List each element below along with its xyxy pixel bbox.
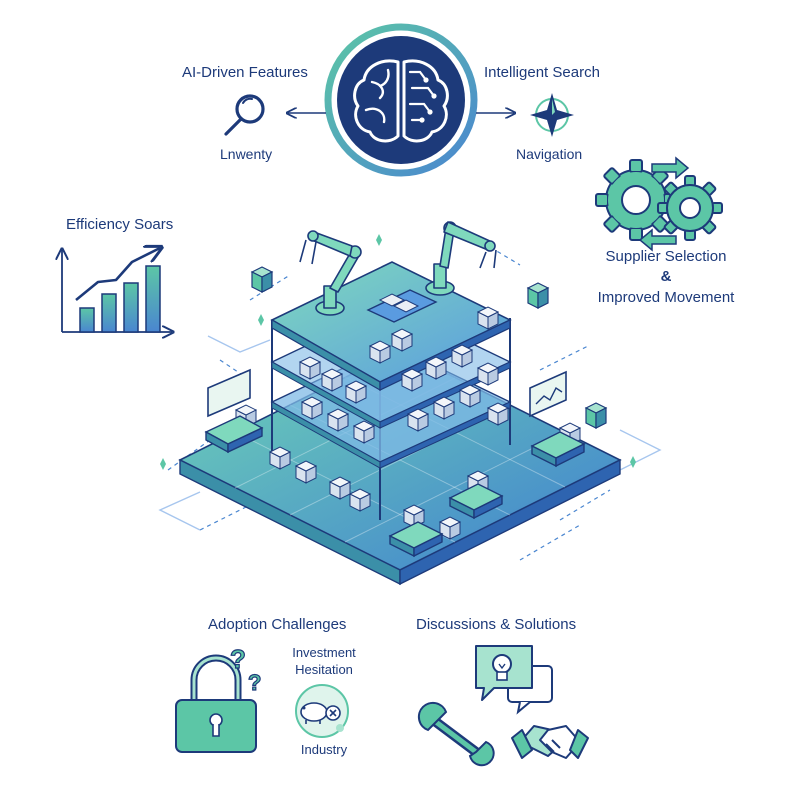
svg-text:?: ? (230, 644, 246, 674)
box-top (390, 328, 414, 340)
lightbulb-icon (492, 654, 512, 681)
box-top (328, 476, 352, 488)
box-top (486, 402, 510, 414)
box-top (294, 460, 318, 472)
box-top (348, 488, 372, 500)
svg-text:?: ? (248, 670, 261, 695)
brain-icon (324, 23, 478, 177)
box-top (344, 380, 368, 392)
box-top (368, 340, 392, 352)
box-top (402, 504, 426, 516)
ai-features-subtitle: Lnwenty (220, 146, 273, 162)
warehouse-illustration (158, 221, 662, 586)
supplier-selection-line2: & (660, 268, 672, 285)
speech-bubble-icon (475, 645, 553, 715)
piggy-bank-icon (295, 684, 349, 738)
box-top (406, 408, 430, 420)
box-top (424, 356, 448, 368)
adoption-challenges-title: Adoption Challenges (208, 616, 347, 633)
improved-movement-line3: Improved Movement (597, 289, 735, 306)
box-top (476, 362, 500, 374)
box-top (450, 344, 474, 356)
padlock-icon (175, 654, 257, 753)
robot-arm-icon (299, 230, 362, 316)
box-top (352, 420, 376, 432)
hesitation-label: Hesitation (295, 662, 353, 677)
box-top (432, 396, 456, 408)
efficiency-title: Efficiency Soars (66, 216, 174, 233)
box-top (466, 470, 490, 482)
gears-icon (595, 156, 723, 252)
ai-features-title: AI-Driven Features (182, 64, 308, 81)
cart-icon (204, 415, 586, 558)
box-top (558, 422, 582, 434)
box-top (438, 516, 462, 528)
handshake-icon (511, 725, 589, 759)
industry-label: Industry (300, 742, 348, 757)
wrench-icon (417, 701, 495, 767)
supplier-selection-line1: Supplier Selection (605, 248, 727, 265)
compass-icon (530, 93, 574, 137)
conveyor-icon (366, 289, 438, 323)
magnifier-icon (224, 94, 265, 136)
box-top (476, 306, 500, 318)
box-top (320, 368, 344, 380)
box-top (400, 368, 424, 380)
discussions-solutions-title: Discussions & Solutions (416, 616, 577, 633)
box-top (458, 384, 482, 396)
box-icon (234, 306, 582, 540)
box-top (326, 408, 350, 420)
box-top (298, 356, 322, 368)
box-top (300, 396, 324, 408)
intelligent-search-title: Intelligent Search (484, 64, 600, 81)
navigation-label: Navigation (516, 146, 583, 162)
question-icon: ? ? (229, 643, 262, 695)
investment-label: Investment (292, 645, 356, 660)
box-top (234, 404, 258, 416)
bar-chart-icon (62, 248, 172, 332)
box-top (268, 446, 292, 458)
